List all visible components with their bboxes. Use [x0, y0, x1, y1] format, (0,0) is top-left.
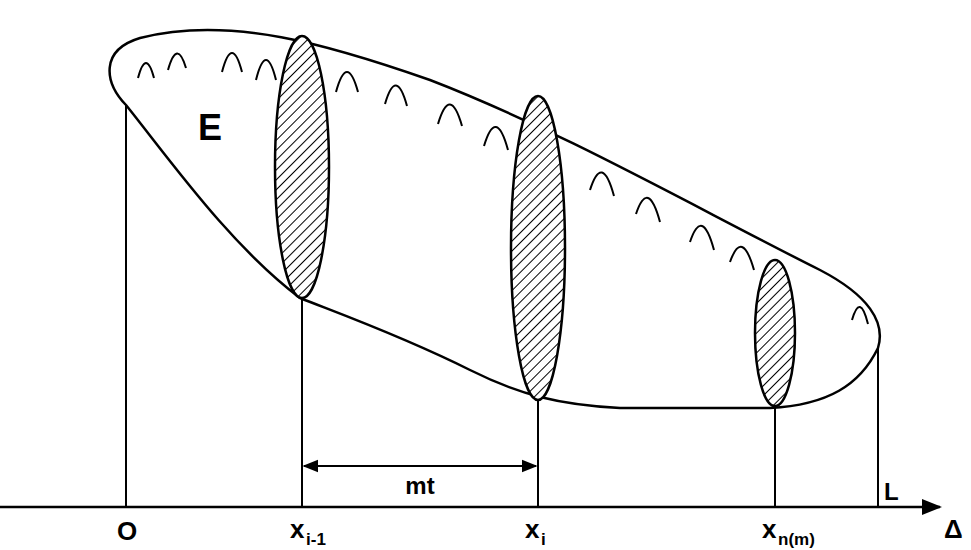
body-outline: [110, 30, 880, 408]
dimension-label: mt: [405, 474, 434, 498]
subscript-label: n(m): [778, 531, 815, 548]
cross-sections: [275, 36, 795, 406]
crust-marks: [138, 53, 868, 324]
axis-label: Δ: [944, 516, 963, 542]
dimension-arrow: [304, 465, 536, 467]
end-label: L: [884, 480, 899, 504]
region-label: E: [198, 110, 222, 146]
axis: [0, 506, 940, 509]
reference-lines: [126, 105, 878, 507]
axis-label: x: [525, 516, 539, 542]
axis-label: x: [762, 516, 776, 542]
subscript-label: i-1: [306, 531, 326, 548]
axis-label: x: [290, 516, 304, 542]
subscript-label: i: [541, 531, 546, 548]
axis-label: O: [117, 518, 137, 544]
